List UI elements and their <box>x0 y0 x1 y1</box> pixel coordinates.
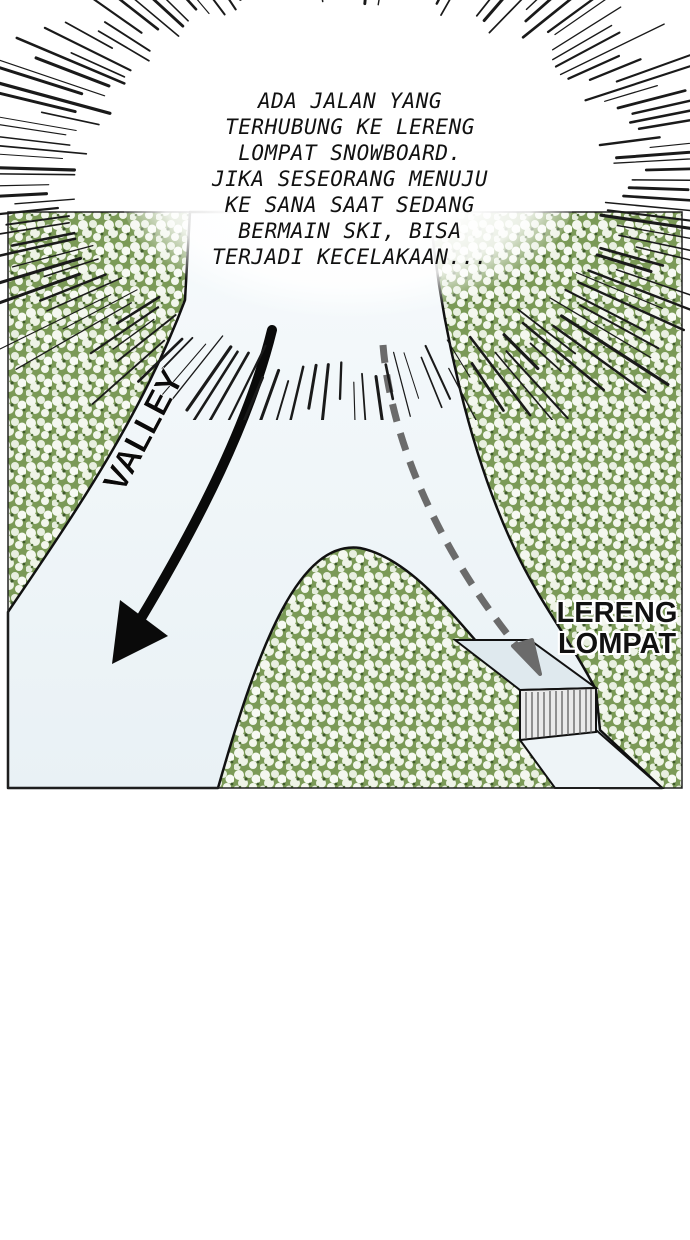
narration-line: BERMAIN SKI, BISA <box>238 219 462 243</box>
jump-ramp <box>452 639 599 742</box>
jump-slope-label-line: LOMPAT <box>557 628 677 660</box>
narration-line: KE SANA SAAT SEDANG <box>225 193 475 217</box>
narration-line: LOMPAT SNOWBOARD. <box>238 141 462 165</box>
narration-text: ADA JALAN YANG TERHUBUNG KE LERENG LOMPA… <box>175 88 525 270</box>
jump-slope-label: LERENG LOMPAT <box>552 598 682 660</box>
narration-line: TERHUBUNG KE LERENG <box>225 115 475 139</box>
narration-line: TERJADI KECELAKAAN... <box>211 245 488 269</box>
jump-slope-label-line: LERENG <box>556 597 678 629</box>
narration-line: ADA JALAN YANG <box>257 89 442 113</box>
narration-line: JIKA SESEORANG MENUJU <box>211 167 488 191</box>
